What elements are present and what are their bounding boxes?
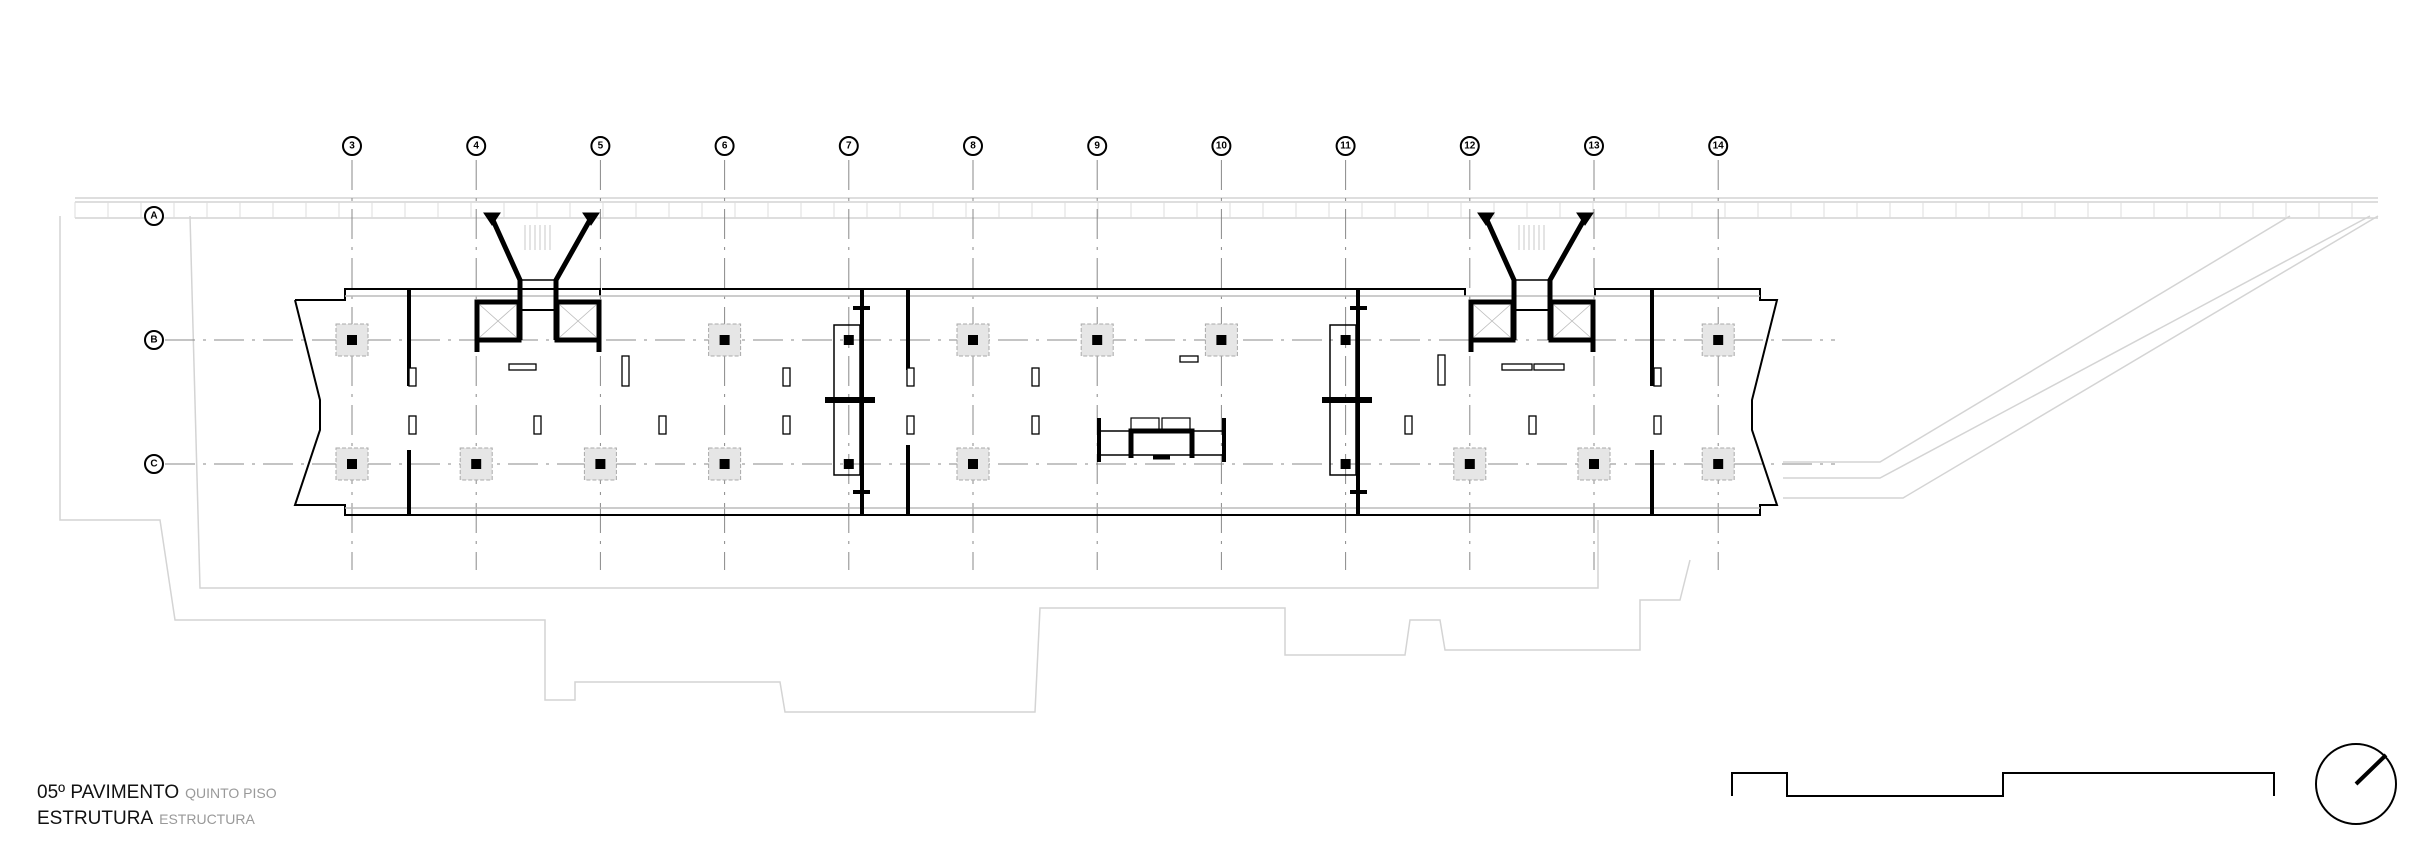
stair-core-right xyxy=(1471,213,1593,352)
grid-label: 14 xyxy=(1713,141,1725,152)
discipline-name-spanish: ESTRUCTURA xyxy=(159,811,255,827)
discipline-name: ESTRUTURA xyxy=(37,808,154,829)
grid-bubble-col: 3 xyxy=(342,136,362,156)
grid-bubble-col: 4 xyxy=(466,136,487,156)
drawing-subtitle: ESTRUTURA ESTRUCTURA xyxy=(37,808,255,830)
column xyxy=(708,323,742,357)
grid-label: 9 xyxy=(1094,141,1100,152)
wall-pieces xyxy=(408,354,1662,435)
grid-bubble-row: A xyxy=(144,206,164,226)
grid-bubbles: 3 4 5 6 7 8 9 10 11 12 13 14A B C xyxy=(144,136,1729,474)
wall-piece xyxy=(906,415,915,435)
columns xyxy=(335,323,1735,481)
grid-label: 13 xyxy=(1588,141,1600,152)
structural-walls xyxy=(407,290,1654,515)
beam-piece xyxy=(1533,363,1565,371)
column xyxy=(1701,323,1735,357)
grid-label: 10 xyxy=(1216,141,1228,152)
floor-name-spanish: QUINTO PISO xyxy=(185,785,277,801)
wall-piece xyxy=(1653,367,1662,387)
column xyxy=(583,447,617,481)
wall-piece xyxy=(621,355,630,387)
wall-piece xyxy=(408,415,417,435)
grid-label: 5 xyxy=(598,141,604,152)
column xyxy=(1340,459,1351,469)
grid-bubble-col: 14 xyxy=(1708,136,1729,156)
wall-piece xyxy=(1031,367,1040,387)
wall-piece xyxy=(533,415,542,435)
wall-piece xyxy=(782,367,791,387)
beam-piece xyxy=(1179,355,1199,363)
grid-bubble-col: 11 xyxy=(1335,136,1356,156)
grid-bubble-row: C xyxy=(144,454,164,474)
wall-piece xyxy=(1404,415,1413,435)
grid-label: 11 xyxy=(1340,141,1351,152)
grid-bubble-col: 13 xyxy=(1584,136,1604,156)
grid-bubble-col: 5 xyxy=(590,136,611,156)
grid-label: 3 xyxy=(349,141,355,152)
column xyxy=(1204,323,1238,357)
grid-label: C xyxy=(150,459,157,470)
column xyxy=(843,459,854,469)
beam-piece xyxy=(1501,363,1533,371)
grid-label: 7 xyxy=(846,141,852,152)
column xyxy=(459,447,493,481)
column xyxy=(1080,323,1114,357)
beam-piece xyxy=(508,363,537,371)
drawing-title: 05º PAVIMENTO QUINTO PISO xyxy=(37,782,277,804)
grid-label: A xyxy=(150,211,157,222)
column xyxy=(1701,447,1735,481)
wall-piece xyxy=(1653,415,1662,435)
column xyxy=(956,323,990,357)
stair-core-left xyxy=(474,212,602,352)
wall-piece xyxy=(1031,415,1040,435)
wall-piece xyxy=(658,415,667,435)
wall-piece xyxy=(1437,354,1446,386)
wall-piece xyxy=(1528,415,1537,435)
wall-piece xyxy=(906,367,915,387)
grid-bubble-col: 10 xyxy=(1211,136,1232,156)
scale-bar xyxy=(1731,772,2275,797)
floor-name: 05º PAVIMENTO xyxy=(37,782,180,803)
column xyxy=(335,447,369,481)
grid-label: 8 xyxy=(970,141,976,152)
terrace-railing xyxy=(74,202,2353,218)
grid-label: 6 xyxy=(722,141,728,152)
central-core xyxy=(1097,417,1226,462)
site-context xyxy=(59,197,2379,713)
north-arrow-icon xyxy=(2315,743,2397,825)
grid-bubble-col: 6 xyxy=(714,136,735,156)
grid-label: 4 xyxy=(473,141,479,152)
column xyxy=(843,335,854,345)
column xyxy=(956,447,990,481)
column xyxy=(335,323,369,357)
column xyxy=(1577,447,1611,481)
grid-label: B xyxy=(150,335,157,346)
column xyxy=(1340,335,1351,345)
grid-bubble-col: 7 xyxy=(838,136,859,156)
grid-label: 12 xyxy=(1464,141,1476,152)
grid-bubble-row: B xyxy=(144,330,164,350)
grid-bubble-col: 8 xyxy=(963,136,983,156)
column xyxy=(708,447,742,481)
grid-bubble-col: 9 xyxy=(1087,136,1108,156)
grid-bubble-col: 12 xyxy=(1459,136,1480,156)
wall-piece xyxy=(408,367,417,387)
column xyxy=(1453,447,1487,481)
wall-piece xyxy=(782,415,791,435)
building-slab xyxy=(293,288,1779,516)
